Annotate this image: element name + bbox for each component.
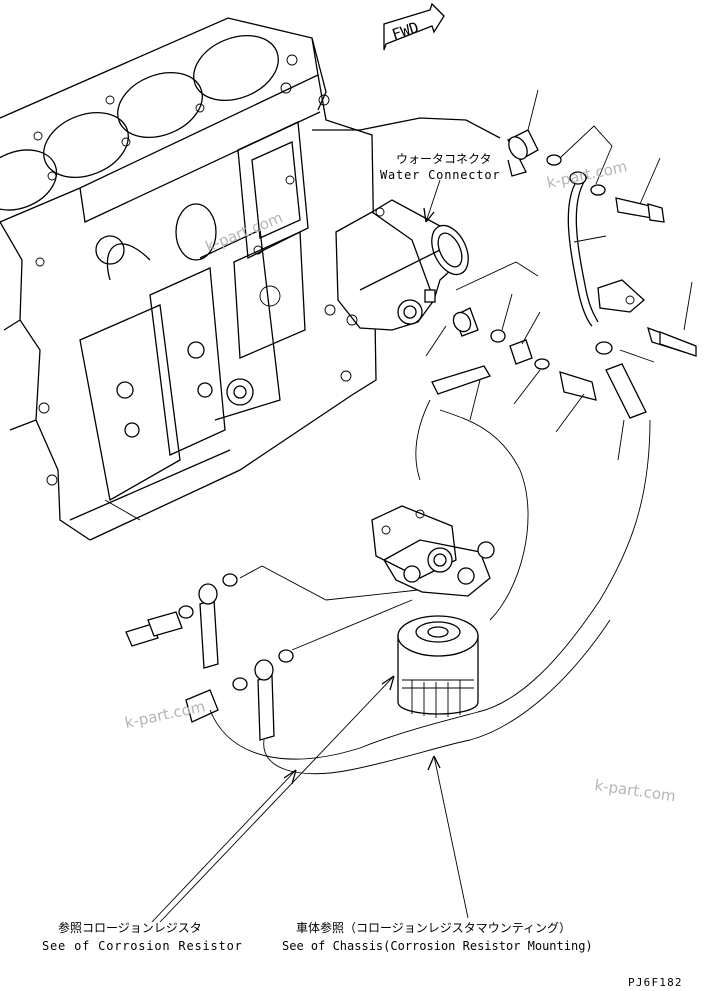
- water-connector: [312, 117, 501, 331]
- corrosion-resistor-label-en: See of Corrosion Resistor: [42, 939, 243, 953]
- corrosion-resistor-label-jp: 参照コロージョンレジスタ: [58, 920, 202, 935]
- captions: ウォータコネクタ Water Connector 参照コロージョンレジスタ Se…: [42, 152, 683, 989]
- watermark-text: k-part.com: [123, 697, 207, 732]
- lower-left-fittings: [125, 573, 294, 741]
- leader-lines-upper: [425, 89, 693, 461]
- upper-fittings: [431, 129, 697, 419]
- chassis-label-en: See of Chassis(Corrosion Resistor Mounti…: [282, 939, 593, 953]
- leader-lines-lower: [151, 179, 651, 923]
- corrosion-resistor-filter: [397, 615, 479, 718]
- fwd-arrow-icon: FWD: [383, 2, 445, 51]
- resistor-head: [371, 505, 495, 597]
- fwd-label: FWD: [390, 18, 421, 43]
- drawing-code: PJ6F182: [628, 976, 683, 989]
- watermark-text: k-part.com: [593, 776, 676, 805]
- water-connector-label-en: Water Connector: [380, 168, 500, 182]
- engine-block: [0, 17, 377, 541]
- chassis-label-jp: 車体参照（コロージョンレジスタマウンティング）: [296, 920, 571, 935]
- water-connector-label-jp: ウォータコネクタ: [396, 152, 492, 166]
